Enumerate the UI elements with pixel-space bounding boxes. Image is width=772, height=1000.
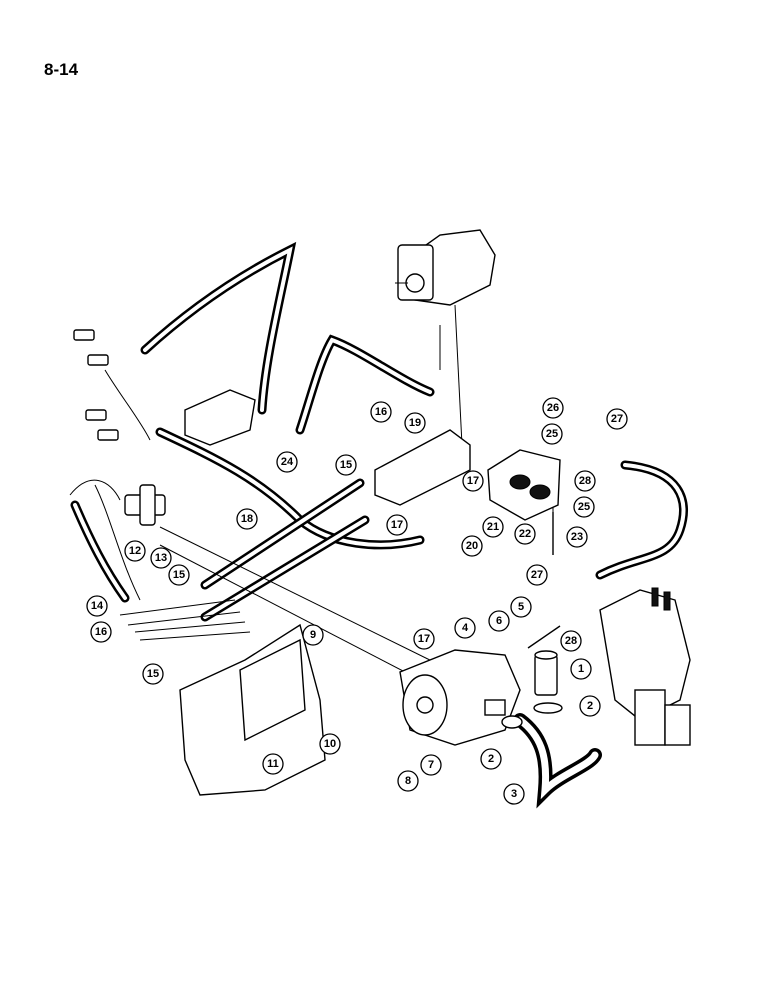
callout-label: 18 — [241, 513, 253, 525]
hose-3 — [513, 713, 602, 809]
callout-label: 9 — [310, 629, 316, 641]
pump-4 — [399, 649, 521, 746]
callout-16: 16 — [370, 401, 392, 423]
callout-label: 14 — [91, 600, 104, 612]
callout-label: 10 — [324, 738, 336, 750]
callout-label: 24 — [281, 456, 294, 468]
callout-label: 6 — [496, 615, 502, 627]
callout-20: 20 — [461, 535, 483, 557]
callout-label: 27 — [531, 569, 543, 581]
callout-label: 4 — [462, 622, 469, 634]
callout-label: 20 — [466, 540, 478, 552]
callout-label: 15 — [340, 459, 352, 471]
callout-6: 6 — [488, 610, 510, 632]
callout-16: 16 — [90, 621, 112, 643]
callout-15: 15 — [142, 663, 164, 685]
callout-label: 21 — [487, 521, 499, 533]
callout-3: 3 — [503, 783, 525, 805]
manifold-19 — [374, 429, 471, 506]
callout-label: 11 — [267, 758, 279, 770]
callout-2: 2 — [579, 695, 601, 717]
hose-upper-left — [140, 241, 297, 415]
callout-26: 26 — [542, 397, 564, 419]
callout-25: 25 — [541, 423, 563, 445]
callout-label: 28 — [565, 635, 577, 647]
callout-4: 4 — [454, 617, 476, 639]
callout-24: 24 — [276, 451, 298, 473]
pump-top — [395, 229, 496, 306]
callout-label: 26 — [547, 402, 559, 414]
callout-2: 2 — [480, 748, 502, 770]
callout-label: 13 — [155, 552, 167, 564]
hose-pump-return — [295, 334, 435, 435]
callout-label: 17 — [391, 519, 403, 531]
callout-label: 17 — [467, 475, 479, 487]
bracket-9 — [179, 623, 326, 796]
callout-label: 19 — [409, 417, 421, 429]
callout-9: 9 — [302, 624, 324, 646]
callout-10: 10 — [319, 733, 341, 755]
callout-label: 27 — [611, 413, 623, 425]
callout-27: 27 — [526, 564, 548, 586]
callout-21: 21 — [482, 516, 504, 538]
callout-23: 23 — [566, 526, 588, 548]
hose-18-upper — [200, 478, 365, 590]
callout-label: 28 — [579, 475, 591, 487]
callout-15: 15 — [335, 454, 357, 476]
callout-7: 7 — [420, 754, 442, 776]
page-number: 8-14 — [44, 60, 79, 79]
callout-label: 7 — [428, 759, 434, 771]
callout-label: 1 — [578, 663, 584, 675]
valve-block-left — [184, 389, 256, 446]
callout-label: 5 — [518, 601, 524, 613]
callout-label: 2 — [587, 700, 593, 712]
callout-label: 17 — [418, 633, 430, 645]
callout-25: 25 — [573, 496, 595, 518]
callout-label: 16 — [375, 406, 387, 418]
callout-label: 3 — [511, 788, 517, 800]
callouts: 1223456789101112131415151516161717171819… — [86, 397, 628, 805]
callout-17: 17 — [413, 628, 435, 650]
callout-label: 2 — [488, 753, 494, 765]
callout-1: 1 — [570, 658, 592, 680]
callout-8: 8 — [397, 770, 419, 792]
callout-17: 17 — [462, 470, 484, 492]
callout-28: 28 — [574, 470, 596, 492]
callout-label: 16 — [95, 626, 107, 638]
callout-label: 12 — [129, 545, 141, 557]
control-valve — [599, 587, 691, 746]
valve-block-22 — [487, 449, 561, 521]
callout-label: 15 — [147, 668, 159, 680]
callout-label: 15 — [173, 569, 185, 581]
callout-28: 28 — [560, 630, 582, 652]
callout-label: 25 — [546, 428, 558, 440]
callout-15: 15 — [168, 564, 190, 586]
callout-label: 25 — [578, 501, 590, 513]
clamp-2 — [501, 702, 563, 729]
hose-14 — [70, 500, 130, 603]
callout-22: 22 — [514, 523, 536, 545]
bolt-5 — [527, 625, 561, 649]
callout-label: 8 — [405, 775, 411, 787]
hose-right-long — [595, 460, 688, 580]
callout-14: 14 — [86, 595, 108, 617]
callout-label: 23 — [571, 531, 583, 543]
callout-11: 11 — [262, 753, 284, 775]
fitting-1 — [534, 650, 558, 696]
tubes-left — [69, 369, 251, 641]
callout-27: 27 — [606, 408, 628, 430]
callout-5: 5 — [510, 596, 532, 618]
callout-13: 13 — [150, 547, 172, 569]
callout-17: 17 — [386, 514, 408, 536]
callout-18: 18 — [236, 508, 258, 530]
fitting-upper-left — [73, 329, 119, 441]
tee-fitting-12 — [124, 484, 166, 526]
callout-19: 19 — [404, 412, 426, 434]
callout-label: 22 — [519, 528, 531, 540]
callout-12: 12 — [124, 540, 146, 562]
